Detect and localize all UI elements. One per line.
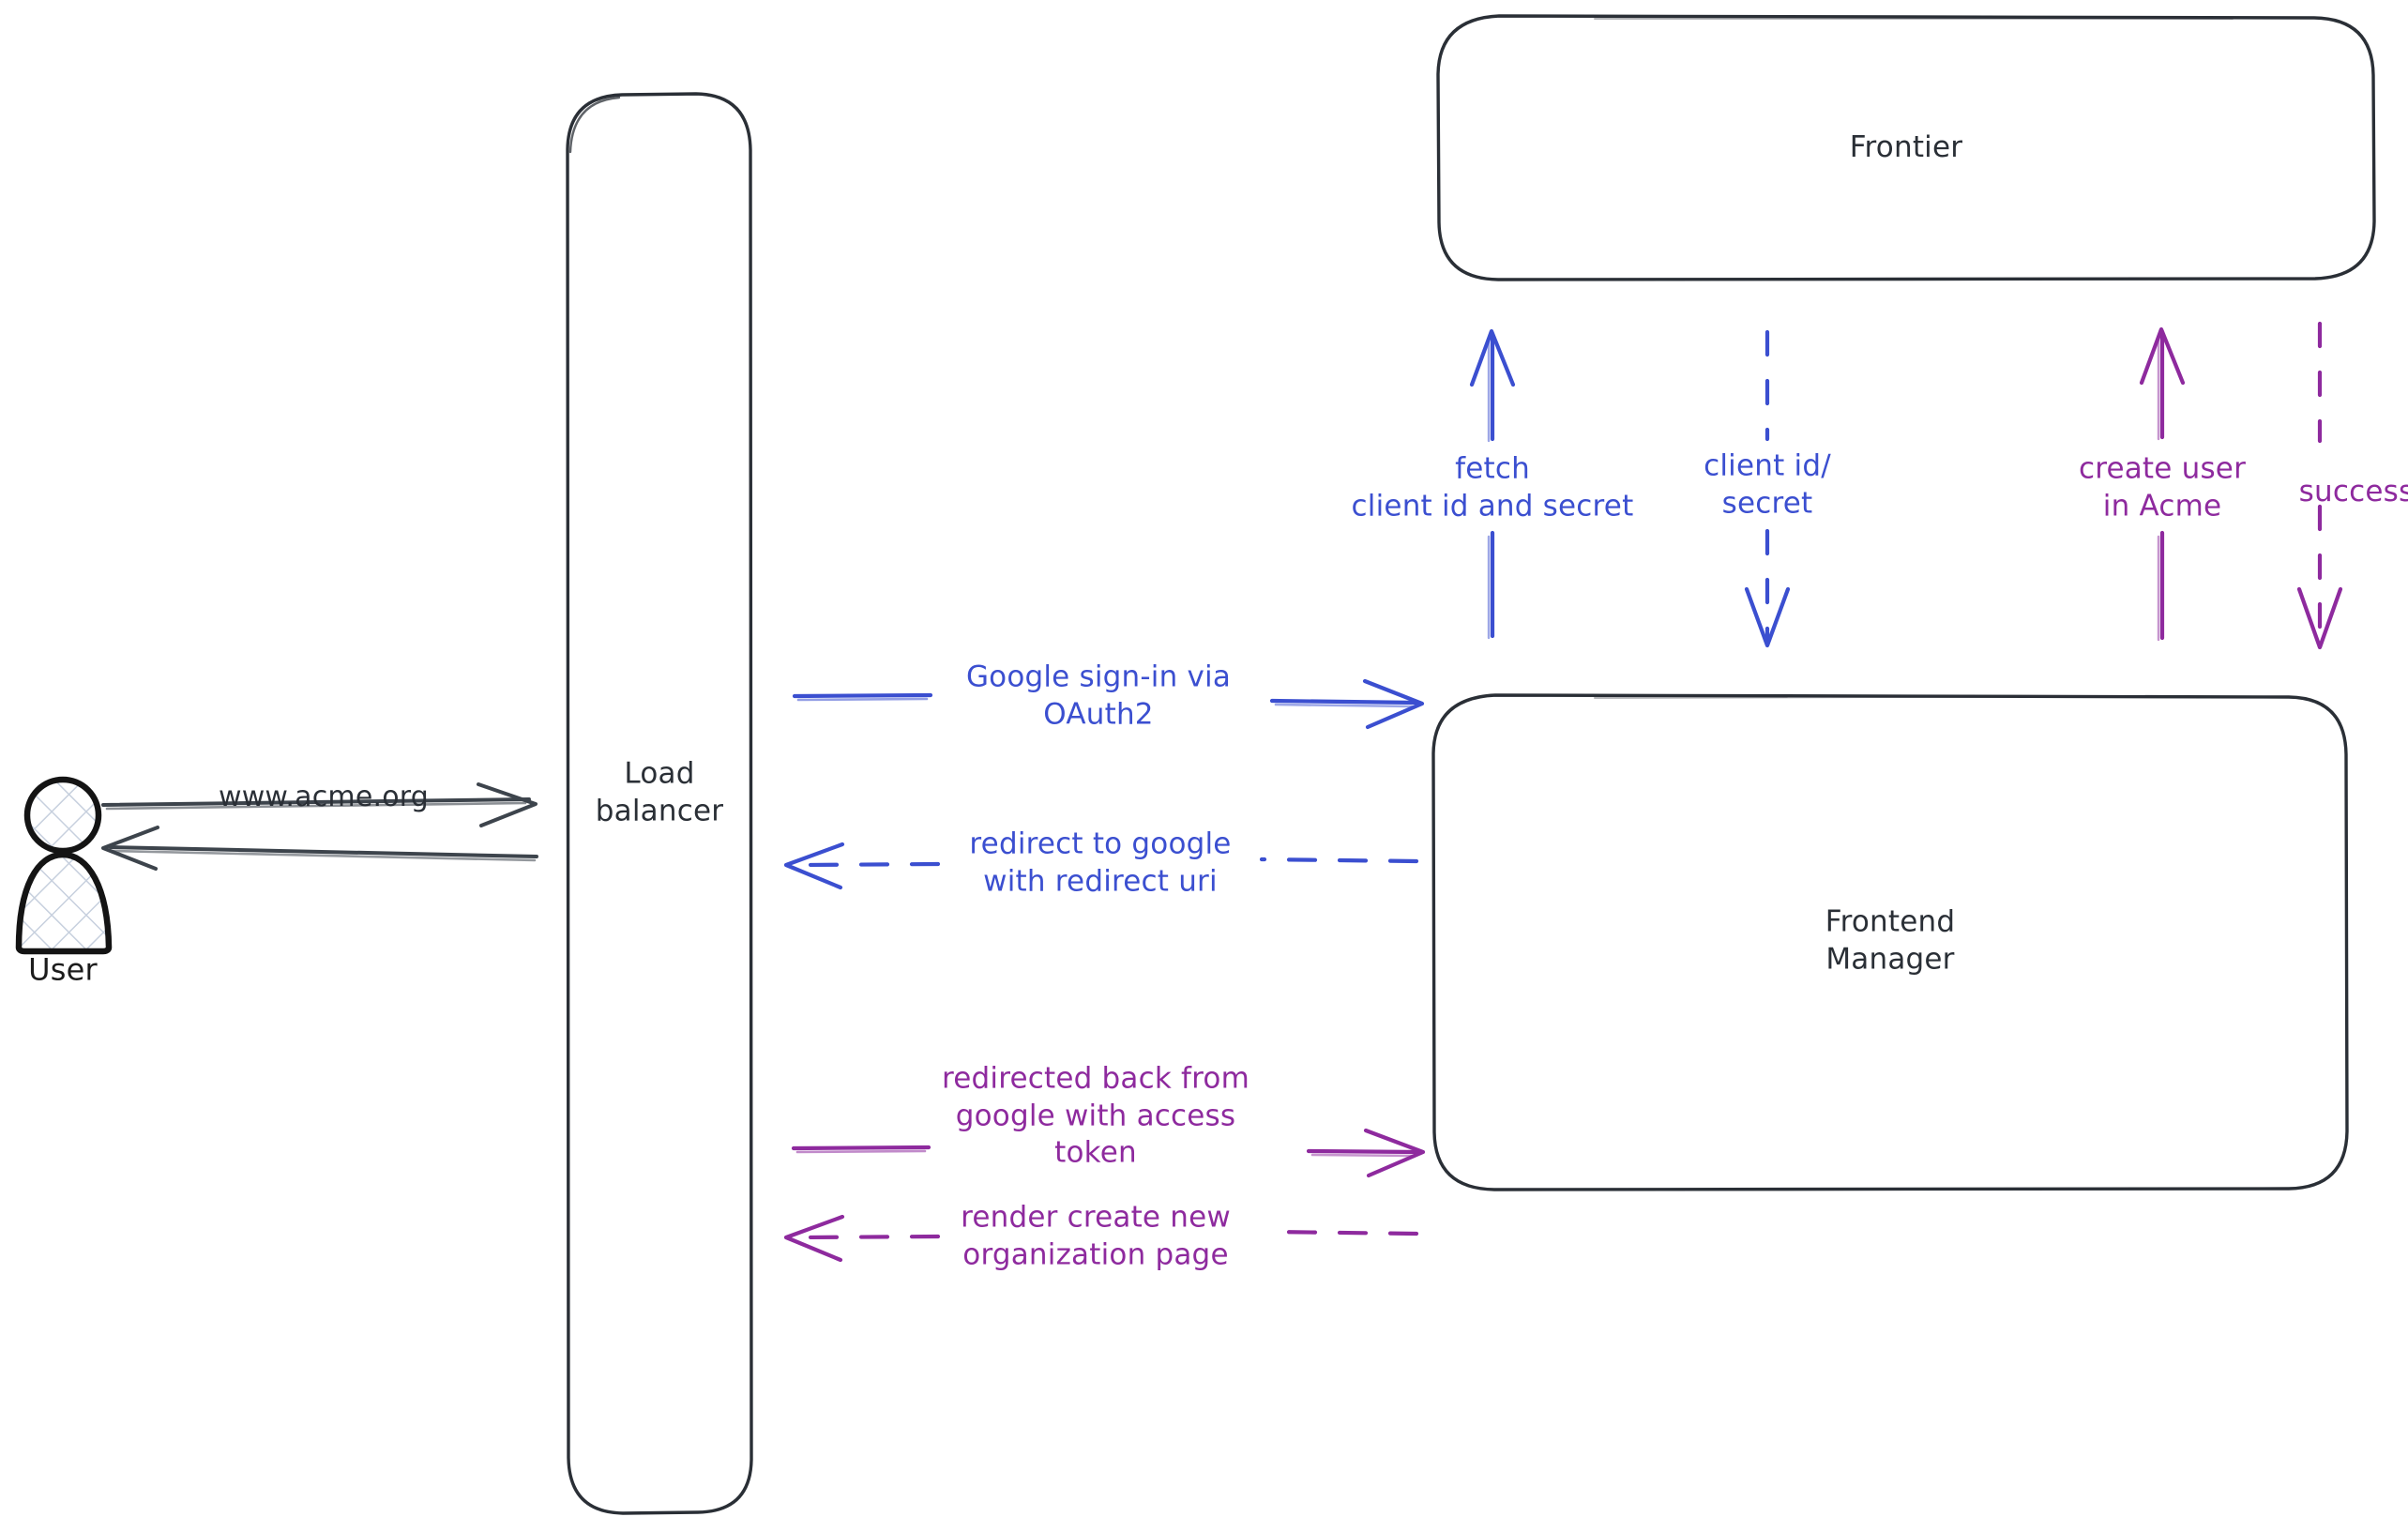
edge-user-to-lb — [101, 782, 538, 827]
edge-label-lb-to-fm-token: redirected back from google with access … — [941, 1061, 1250, 1170]
edge-frontier-to-fm-clientid — [1744, 329, 1791, 648]
node-load-balancer[interactable] — [566, 92, 753, 1515]
edge-label-fm-to-lb-render: render create new organization page — [961, 1200, 1231, 1271]
node-label-frontier: Frontier — [1849, 130, 1963, 165]
edge-fm-to-frontier-fetch — [1469, 328, 1516, 640]
edge-label-fm-to-frontier-createuser: create user in Acme — [2078, 451, 2247, 523]
edge-label-frontier-to-fm-success: success — [2298, 475, 2408, 509]
edge-fm-to-lb-redirect — [783, 842, 1419, 890]
edge-fm-to-frontier-createuser — [2139, 326, 2186, 642]
edge-lb-to-user — [101, 826, 538, 871]
node-label-load-balancer: Load balancer — [595, 756, 724, 827]
edge-lb-to-fm-signin — [792, 678, 1425, 730]
node-frontier[interactable] — [1436, 14, 2376, 281]
user-actor-icon — [15, 776, 113, 955]
edge-fm-to-lb-render — [783, 1214, 1419, 1263]
node-label-frontend-manager: Frontend Manager — [1825, 904, 1956, 976]
edge-label-fm-to-lb-redirect: redirect to google with redirect uri — [969, 827, 1232, 898]
node-frontend-manager[interactable] — [1431, 693, 2349, 1191]
edge-label-user-to-lb: www.acme.org — [218, 780, 430, 813]
edge-label-frontier-to-fm-clientid: client id/ secret — [1704, 448, 1831, 520]
user-actor-label: User — [28, 951, 98, 988]
edge-label-lb-to-fm-signin: Google sign-in via OAuth2 — [965, 660, 1232, 731]
edge-lb-to-fm-token — [791, 1128, 1426, 1178]
edge-frontier-to-fm-success — [2296, 321, 2343, 650]
edge-label-fm-to-frontier-fetch: fetch client id and secret — [1351, 451, 1634, 523]
